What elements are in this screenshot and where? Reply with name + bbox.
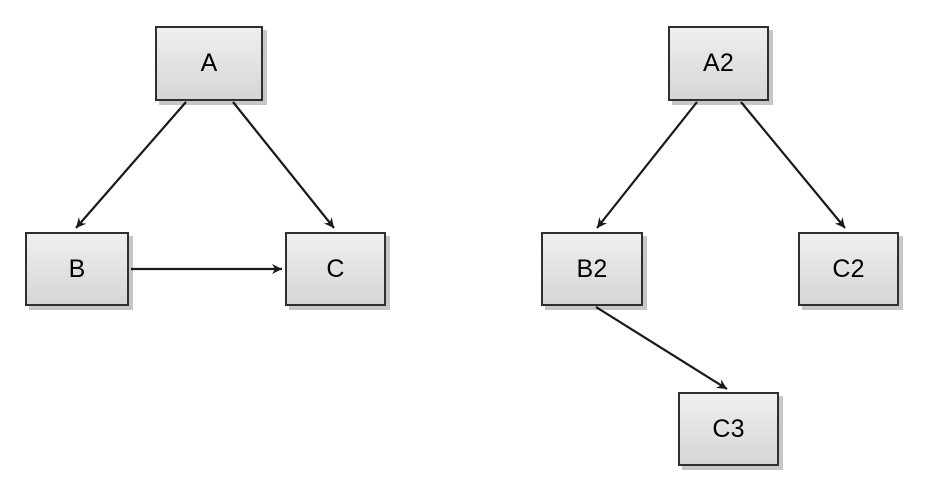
node-label-a: A [200,49,218,77]
edge-a2-to-b2[interactable] [596,101,698,229]
edge-b2-to-c3[interactable] [595,306,728,390]
node-label-c3: C3 [712,414,745,443]
node-a2[interactable]: A2 [668,26,769,101]
edge-a-to-b[interactable] [75,101,187,229]
node-label-b: B [68,254,86,283]
node-label-a2: A2 [703,49,734,77]
edge-a2-to-c2[interactable] [740,101,846,229]
node-c2[interactable]: C2 [798,232,899,306]
edge-a-to-c[interactable] [232,101,335,229]
node-b[interactable]: B [25,232,129,306]
edges-group [75,101,846,390]
node-c3[interactable]: C3 [678,392,779,466]
node-label-c2: C2 [832,254,865,283]
node-b2[interactable]: B2 [541,232,643,306]
node-label-c: C [326,254,345,283]
node-c[interactable]: C [285,232,386,306]
node-a[interactable]: A [155,26,263,101]
node-label-b2: B2 [576,254,608,283]
